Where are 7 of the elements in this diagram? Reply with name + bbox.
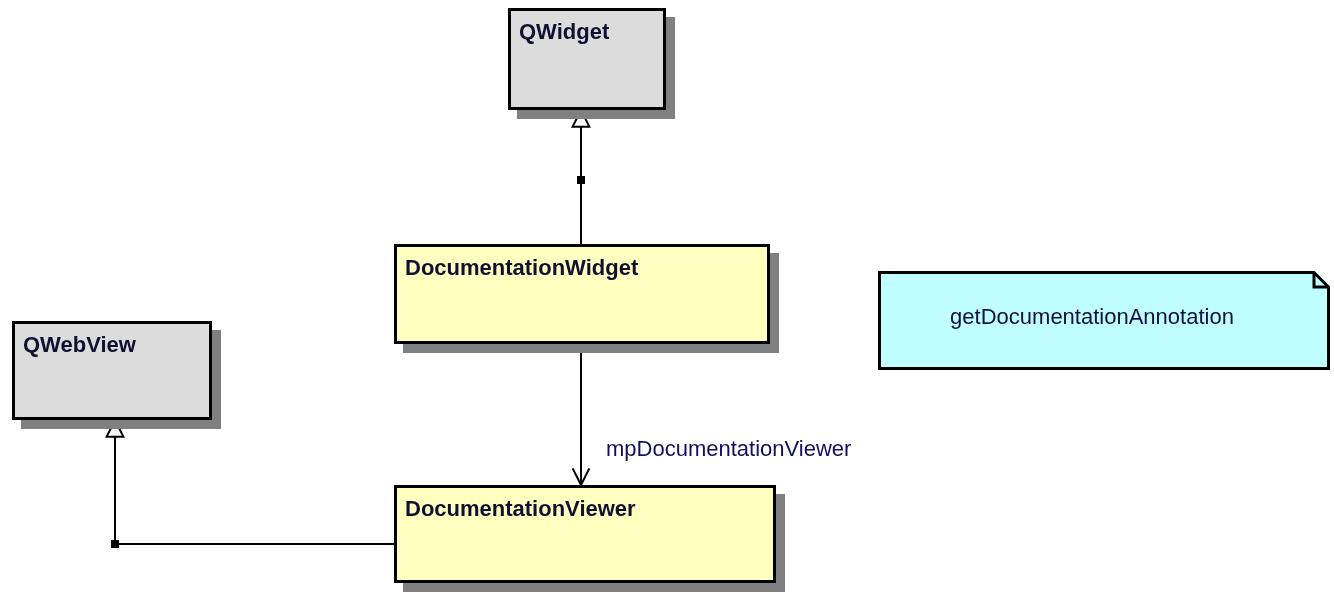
class-name: DocumentationViewer (405, 495, 637, 523)
note-box (878, 271, 1330, 370)
class-name: DocumentationWidget (405, 254, 640, 282)
edge-label: mpDocumentationViewer (606, 438, 852, 460)
note-text: getDocumentationAnnotation (950, 303, 1235, 331)
class-name: QWebView (23, 331, 137, 359)
class-name: QWidget (519, 18, 611, 46)
